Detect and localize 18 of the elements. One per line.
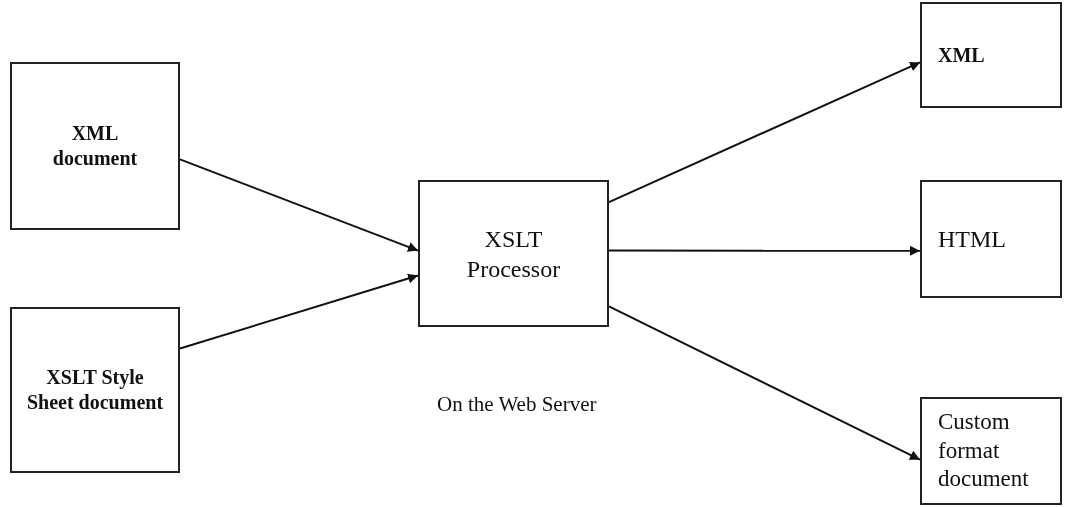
arrow <box>608 245 921 256</box>
node-label: XML document <box>51 121 139 171</box>
output-box <box>920 180 1062 298</box>
output-box <box>920 2 1062 108</box>
document-box <box>10 62 180 230</box>
processor-box <box>418 180 609 327</box>
node-label: XSLT Processor <box>465 224 562 284</box>
arrow <box>608 61 921 204</box>
arrow <box>179 273 419 350</box>
output-box <box>920 397 1062 505</box>
note-text: On the Web Server <box>437 392 597 417</box>
arrow <box>179 158 419 252</box>
node-label: HTML <box>938 225 1007 254</box>
document-box <box>10 307 180 473</box>
node-label: XML <box>938 42 986 68</box>
node-label: Custom format document <box>938 407 1030 494</box>
arrow <box>608 305 921 461</box>
node-label: XSLT Style Sheet document <box>25 365 165 415</box>
